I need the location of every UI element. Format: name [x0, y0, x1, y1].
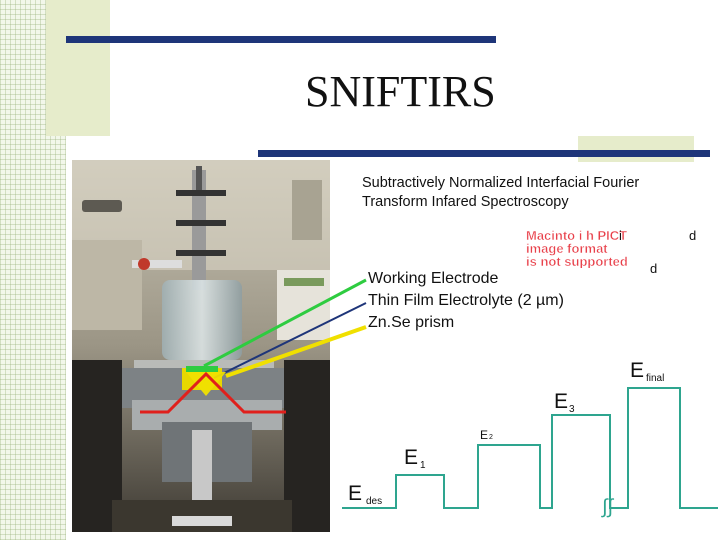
leader-line-prism — [225, 325, 367, 378]
electrode-labels: Working Electrode Thin Film Electrolyte … — [368, 268, 564, 334]
graph-label-e3: E — [554, 390, 569, 413]
label-working-electrode: Working Electrode — [368, 270, 499, 287]
slide-title: SNIFTIRS — [305, 67, 496, 116]
unsupported-image-placeholder: Macinto i h PICT image format is not sup… — [524, 228, 708, 269]
deco-bar-bottom — [258, 150, 710, 157]
prism-highlight — [186, 372, 226, 396]
slide-subtitle: Subtractively Normalized Interfacial Fou… — [362, 175, 640, 210]
graph-sub-2: 2 — [489, 434, 493, 441]
potential-step-waveform — [342, 387, 718, 509]
graph-sub-1: 1 — [420, 460, 426, 471]
deco-bar-top — [66, 36, 496, 43]
graph-break-mark: ∫∫ — [602, 496, 613, 518]
stray-char-i: i — [619, 228, 622, 243]
graph-label-e-des: E — [348, 482, 363, 505]
deco-square-top — [46, 0, 110, 136]
stray-char-d-top: d — [689, 228, 697, 243]
apparatus-photo — [72, 160, 330, 532]
stray-char-d-bottom: d — [650, 261, 658, 276]
graph-label-e1: E — [404, 446, 419, 469]
leader-line-thin-film — [213, 302, 367, 379]
graph-label-e2: E — [480, 428, 489, 442]
ir-beam-path — [140, 371, 286, 414]
deco-square-right — [578, 136, 694, 162]
leader-line-working-electrode — [203, 278, 367, 368]
graph-sub-des: des — [366, 496, 383, 507]
placeholder-line-2: image format — [526, 241, 608, 256]
graph-sub-3: 3 — [569, 404, 575, 415]
label-thin-film: Thin Film Electrolyte (2 µm) — [368, 292, 564, 309]
label-prism: Zn.Se prism — [368, 314, 455, 331]
graph-sub-final: final — [646, 373, 665, 384]
graph-label-e-final: E — [630, 359, 645, 382]
placeholder-line-3: is not supported — [526, 254, 628, 268]
placeholder-line-1: Macinto i h PICT — [526, 228, 627, 243]
